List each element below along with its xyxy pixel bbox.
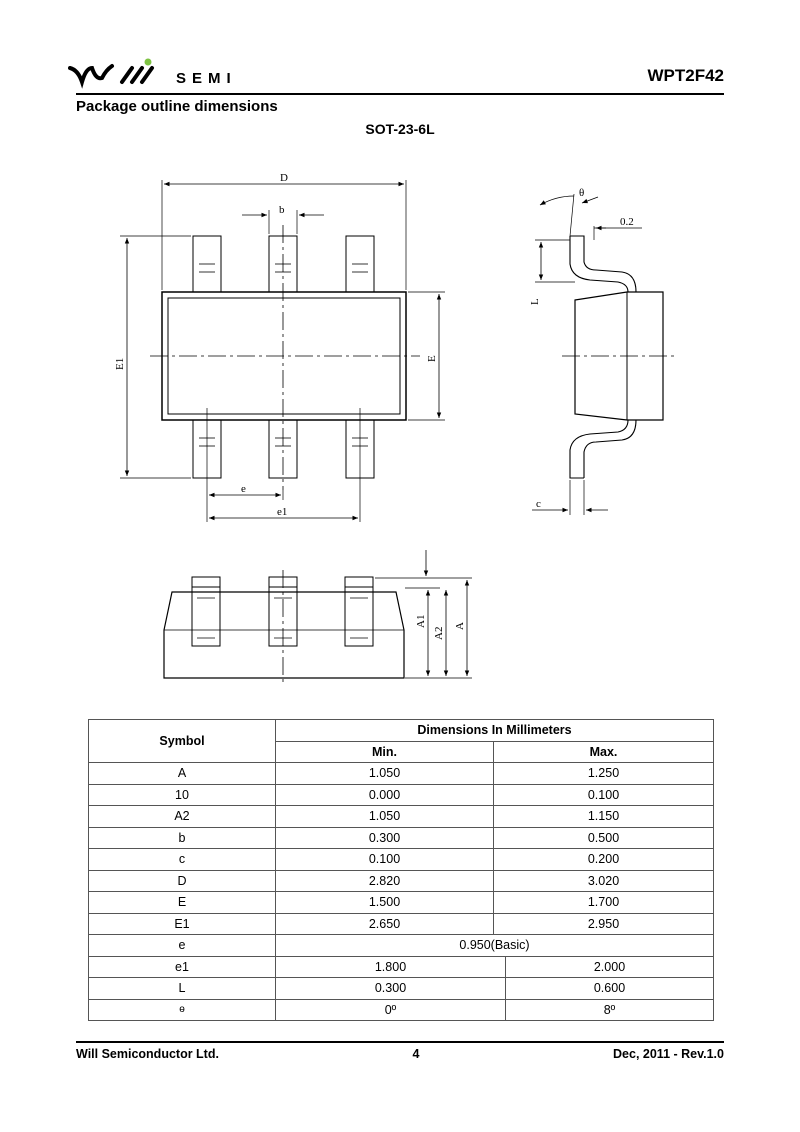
label-a: A [454,622,466,630]
top-lead-1 [192,235,222,293]
label-b: b [279,204,285,216]
front-lead-3 [344,576,374,647]
top-lead-3 [345,235,375,293]
label-a1: A1 [415,615,427,628]
label-lead-flat: 0.2 [620,216,634,228]
label-l: L [529,298,541,305]
max-header: Max. [492,740,715,763]
part-number: WPT2F42 [647,66,724,85]
symbol-header: Symbol [88,719,276,763]
logo-text: SEMI [176,70,237,87]
footer-rule [76,1041,724,1043]
label-theta: θ [579,187,584,199]
footer-company: Will Semiconductor Ltd. [76,1047,219,1061]
logo-dot [144,58,152,66]
section-title: Package outline dimensions [76,98,278,115]
label-e1-width: E1 [114,358,126,370]
side-lead-upper [569,235,637,293]
min-header: Min. [275,740,494,763]
header-rule [76,93,724,95]
label-e-width: E [426,355,438,362]
side-lead-lower [569,419,637,479]
footer-page-number: 4 [412,1047,420,1061]
package-name: SOT-23-6L [365,121,435,137]
label-d: D [280,172,288,184]
label-e: e [241,483,246,495]
label-a2: A2 [433,627,445,640]
group-header: Dimensions In Millimeters [274,719,715,742]
label-c: c [536,498,541,510]
label-e1: e1 [277,506,287,518]
front-lead-1 [191,576,221,647]
bottom-lead-2 [268,419,298,479]
footer-revision: Dec, 2011 - Rev.1.0 [613,1047,724,1061]
will-semi-logo [68,58,154,89]
front-view-body [163,591,405,679]
dimensions-table: Symbol Dimensions In Millimeters Min. Ma… [88,719,715,1021]
